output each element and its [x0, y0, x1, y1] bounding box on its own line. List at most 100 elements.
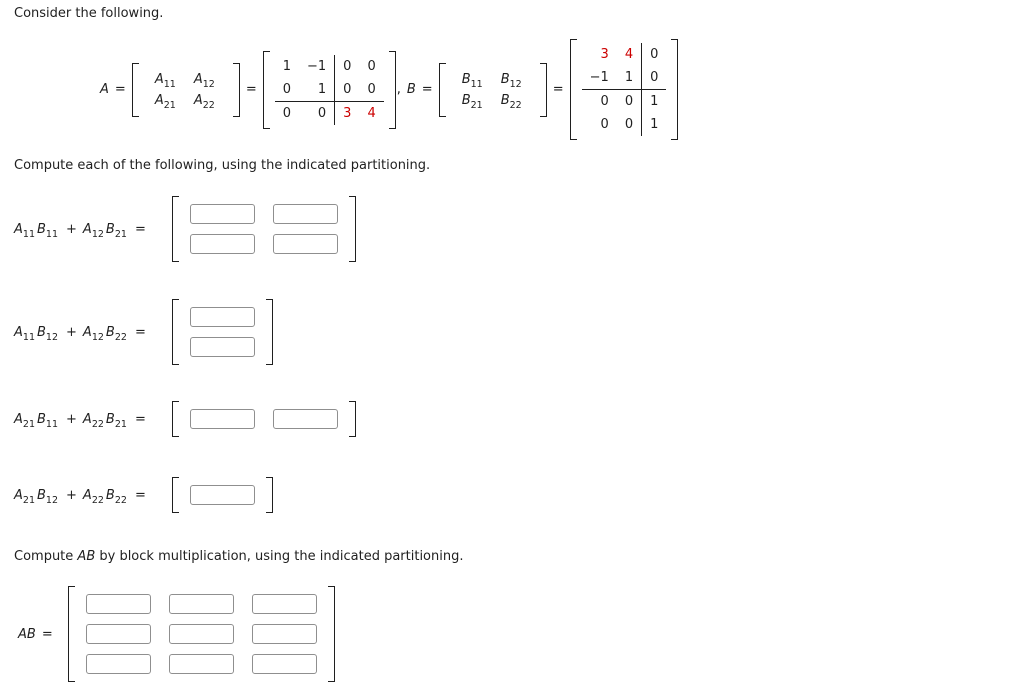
- answer-grid-3: [179, 401, 349, 437]
- term-var: B: [105, 324, 115, 340]
- answer-input-ab-r1c1[interactable]: [86, 594, 151, 614]
- block-subscript: 12: [202, 78, 215, 90]
- matrix-cell: 0: [359, 78, 384, 102]
- term-subscript: 22: [114, 331, 127, 343]
- term-subscript: 11: [22, 331, 35, 343]
- comma: ,: [396, 82, 401, 97]
- answer-input-ab-r1c3[interactable]: [252, 594, 317, 614]
- block-var: A: [154, 92, 164, 108]
- block-subscript: 21: [163, 99, 176, 111]
- matrix-a-block-grid: A11 A12 A21 A22: [139, 63, 233, 117]
- matrix-cell-highlighted: 3: [600, 47, 609, 62]
- term-subscript: 12: [91, 331, 104, 343]
- term-subscript: 11: [45, 418, 59, 430]
- term-var: B: [105, 411, 115, 427]
- answer-input-eq3-r1c2[interactable]: [273, 409, 338, 429]
- matrix-cell: 0: [600, 117, 609, 132]
- term-subscript: 21: [114, 418, 127, 430]
- matrix-cell: B12: [493, 69, 532, 90]
- instruction-text: by block multiplication, using the indic…: [95, 549, 464, 564]
- matrix-bracket-left: [569, 39, 577, 140]
- equals-sign: =: [421, 82, 433, 97]
- answer-input-ab-r2c3[interactable]: [252, 624, 317, 644]
- block-subscript: 11: [470, 78, 483, 90]
- answer-input-eq1-r2c1[interactable]: [190, 234, 255, 254]
- matrix-cell: 1: [650, 117, 659, 132]
- matrix-bracket-left: [68, 586, 75, 682]
- block-var: A: [154, 71, 164, 87]
- matrix-bracket-right: [266, 477, 273, 513]
- ab-equation-label: AB=: [14, 627, 68, 642]
- block-var: B: [500, 71, 510, 87]
- block-subscript: 11: [163, 78, 176, 90]
- term-subscript: 11: [22, 228, 35, 240]
- answer-grid-2: [179, 299, 266, 365]
- term-var: A: [82, 411, 92, 427]
- answer-input-ab-r2c2[interactable]: [169, 624, 234, 644]
- term-subscript: 11: [45, 228, 59, 240]
- answer-input-ab-r3c1[interactable]: [86, 654, 151, 674]
- term-subscript: 22: [91, 494, 104, 506]
- term-var: B: [37, 487, 46, 503]
- matrix-cell: A11: [147, 69, 186, 90]
- matrix-bracket-left: [172, 196, 179, 262]
- matrix-bracket-right: [349, 401, 356, 437]
- matrix-bracket-left: [438, 62, 446, 117]
- answer-grid-4: [179, 477, 266, 513]
- matrix-bracket-right: [671, 39, 679, 140]
- equals-sign: =: [114, 82, 126, 97]
- matrix-cell: 0: [617, 113, 643, 136]
- answer-input-eq1-r1c1[interactable]: [190, 204, 255, 224]
- plus-sign: +: [66, 324, 77, 340]
- plus-sign: +: [66, 221, 77, 237]
- compute-ab-instruction: Compute AB by block multiplication, usin…: [14, 549, 1022, 564]
- answer-grid-1: [179, 196, 349, 262]
- term-subscript: 12: [91, 228, 104, 240]
- matrix-cell: 0: [282, 105, 291, 121]
- block-subscript: 22: [202, 99, 215, 111]
- answer-input-ab-r1c2[interactable]: [169, 594, 234, 614]
- matrix-b-block-form: B11 B12 B21 B22: [438, 62, 547, 117]
- matrix-cell: 0: [299, 101, 336, 125]
- matrix-cell: 1: [616, 66, 643, 90]
- answer-input-eq4-r1c1[interactable]: [190, 485, 255, 505]
- matrix-cell: A21: [147, 90, 186, 111]
- term-var: A: [14, 487, 23, 503]
- matrix-cell: 1: [299, 77, 336, 102]
- var-ab-label: AB: [18, 626, 36, 642]
- answer-input-eq2-r2c1[interactable]: [190, 337, 255, 357]
- answer-input-eq2-r1c1[interactable]: [190, 307, 255, 327]
- matrix-bracket-left: [172, 401, 179, 437]
- equals-sign: =: [134, 324, 146, 340]
- matrix-bracket-left: [172, 299, 179, 365]
- equals-sign: =: [134, 487, 146, 503]
- plus-sign: +: [66, 411, 77, 427]
- answer-input-ab-r3c2[interactable]: [169, 654, 234, 674]
- answer-matrix-3: [172, 401, 356, 437]
- matrix-b-block-grid: B11 B12 B21 B22: [446, 63, 540, 117]
- answer-input-ab-r3c3[interactable]: [252, 654, 317, 674]
- block-var: A: [193, 71, 203, 87]
- term-var: A: [14, 221, 23, 237]
- answer-input-eq3-r1c1[interactable]: [190, 409, 255, 429]
- matrix-bracket-left: [262, 50, 270, 129]
- matrix-bracket-right: [539, 62, 547, 117]
- matrix-cell: B11: [454, 69, 493, 90]
- answer-input-eq1-r1c2[interactable]: [273, 204, 338, 224]
- block-var: B: [461, 92, 471, 108]
- answer-input-eq1-r2c2[interactable]: [273, 234, 338, 254]
- answer-input-ab-r2c1[interactable]: [86, 624, 151, 644]
- compute-each-instruction: Compute each of the following, using the…: [14, 158, 431, 173]
- matrix-cell: 0: [367, 58, 376, 74]
- block-var: B: [500, 92, 510, 108]
- term-subscript: 21: [114, 228, 127, 240]
- matrix-cell-highlighted: 4: [367, 105, 376, 121]
- term-var: B: [105, 221, 115, 237]
- matrix-bracket-right: [266, 299, 273, 365]
